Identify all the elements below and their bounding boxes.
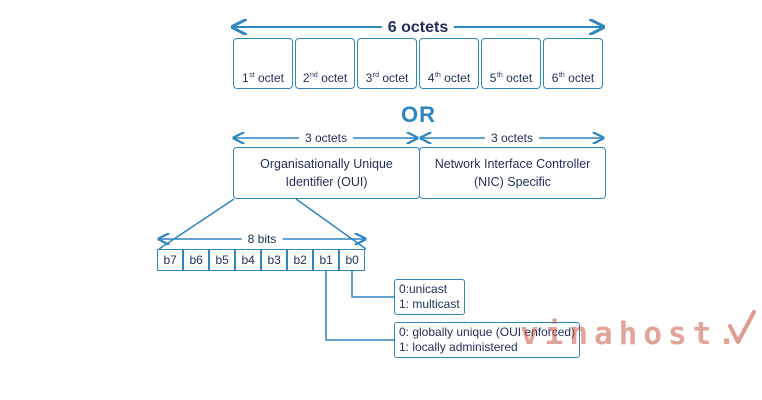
eight-bits-label: 8 bits [241, 233, 283, 245]
octet-box-2: 2nd octet [295, 38, 355, 89]
octet-box-1: 1st octet [233, 38, 293, 89]
b1-note: 0: globally unique (OUI enforced) 1: loc… [394, 322, 581, 358]
six-octets-label: 6 octets [381, 20, 455, 36]
bit-cell-b1: b1 [313, 249, 340, 271]
b0-connector [351, 271, 394, 298]
bit-cell-b2: b2 [287, 249, 314, 271]
bit-cell-b5: b5 [209, 249, 236, 271]
nic-box-line1: Network Interface Controller [434, 156, 591, 171]
b1-note-line1: 0: globally unique (OUI enforced) [399, 325, 576, 339]
bit-cell-b7: b7 [157, 249, 184, 271]
octet-label-5: 5th octet [489, 71, 533, 85]
b0-note-line2: 1: multicast [399, 297, 460, 311]
watermark-text: vinahost. [520, 316, 742, 352]
octet-label-6: 6th octet [551, 71, 595, 85]
oui-box: Organisationally Unique Identifier (OUI) [233, 147, 420, 199]
octet-label-3: 3rd octet [365, 71, 409, 85]
octet-label-4: 4th octet [427, 71, 471, 85]
nic-span-label: 3 octets [484, 132, 540, 144]
bit-cell-b3: b3 [261, 249, 288, 271]
octet-box-4: 4th octet [419, 38, 479, 89]
b1-connector [325, 271, 394, 341]
b0-note-line1: 0:unicast [399, 282, 448, 296]
oui-box-line2: Identifier (OUI) [285, 175, 368, 189]
bit-cell-b0: b0 [339, 249, 366, 271]
b1-note-line2: 1: locally administered [399, 340, 518, 354]
oui-box-line1: Organisationally Unique [260, 156, 393, 171]
octet-box-5: 5th octet [481, 38, 541, 89]
watermark: vinahost. [520, 316, 742, 352]
or-separator: OR [401, 102, 436, 127]
octet-box-6: 6th octet [543, 38, 603, 89]
bit-cell-b6: b6 [183, 249, 210, 271]
watermark-check-icon [728, 310, 756, 344]
b0-note: 0:unicast 1: multicast [394, 279, 465, 315]
nic-box-line2: (NIC) Specific [473, 175, 552, 189]
zoom-line-right [295, 198, 367, 250]
nic-box: Network Interface Controller (NIC) Speci… [419, 147, 606, 199]
octet-label-1: 1st octet [242, 71, 284, 85]
octet-box-3: 3rd octet [357, 38, 417, 89]
oui-span-label: 3 octets [298, 132, 354, 144]
bit-cell-b4: b4 [235, 249, 262, 271]
zoom-line-left [158, 198, 235, 250]
octet-label-2: 2nd octet [302, 71, 348, 85]
